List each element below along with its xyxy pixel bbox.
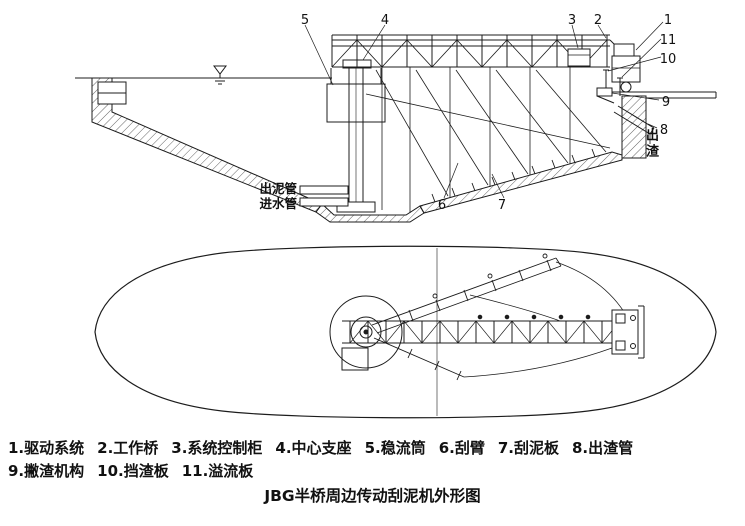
right-wall	[621, 95, 647, 159]
legend-item-6: 6.刮臂	[438, 439, 485, 457]
plan-view	[94, 245, 717, 419]
work-bridge-truss	[331, 34, 610, 68]
legend-row-1: 1.驱动系统 2.工作桥 3.系统控制柜 4.中心支座 5.稳流筒 6.刮臂 7…	[0, 437, 745, 460]
center-support-plan	[329, 295, 403, 371]
scraper-arm-plan	[373, 337, 613, 381]
callout-3: 3	[568, 13, 576, 28]
center-pipes	[299, 185, 349, 207]
skimmer-arm-plan	[371, 253, 631, 334]
callout-7: 7	[498, 198, 506, 213]
legend-row-2: 9.撇渣机构 10.挡渣板 11.溢流板	[0, 460, 745, 483]
stilling-drum	[326, 68, 386, 123]
legend-item-1: 1.驱动系统	[8, 439, 85, 457]
callout-8: 8	[660, 123, 668, 138]
callout-numbers: 1 2 3 4 5 6 7 8 9 10 11	[301, 13, 676, 213]
legend: 1.驱动系统 2.工作桥 3.系统控制柜 4.中心支座 5.稳流筒 6.刮臂 7…	[0, 437, 745, 508]
legend-item-5: 5.稳流筒	[364, 439, 426, 457]
mud-out-pipe-label: 出泥管	[259, 181, 297, 196]
callout-10: 10	[660, 52, 677, 67]
drawing-title: JBG半桥周边传动刮泥机外形图	[264, 487, 481, 505]
callout-1: 1	[664, 13, 672, 28]
scraper-blades	[431, 148, 596, 203]
legend-item-9: 9.撇渣机构	[8, 462, 85, 480]
pipe-labels: 出泥管 进水管	[259, 181, 297, 211]
inlet-pipe-label: 进水管	[259, 196, 297, 211]
drive-end-carriage	[609, 39, 641, 93]
legend-item-8: 8.出渣管	[571, 439, 634, 457]
skimmer-mechanism	[596, 87, 615, 104]
bridge-plan	[342, 314, 632, 344]
callout-6: 6	[438, 198, 446, 213]
legend-item-10: 10.挡渣板	[97, 462, 169, 480]
legend-item-4: 4.中心支座	[275, 439, 352, 457]
slag-out-label: 出渣	[643, 128, 658, 160]
tank-rim-lines	[75, 77, 717, 99]
end-carriage-plan	[611, 305, 645, 359]
overflow-plate	[617, 77, 623, 96]
callout-4: 4	[381, 13, 389, 28]
technical-drawing: 1 2 3 4 5 6 7 8 9 10 11 出泥管 进水管	[75, 13, 717, 419]
tank-outline	[94, 245, 717, 419]
callout-11: 11	[660, 33, 677, 48]
callout-2: 2	[594, 13, 602, 28]
legend-item-3: 3.系统控制柜	[171, 439, 263, 457]
legend-item-11: 11.溢流板	[181, 462, 254, 480]
scraper-frame	[365, 67, 611, 213]
callout-9: 9	[662, 95, 670, 110]
elevation-view	[75, 21, 717, 223]
leader-lines	[304, 21, 664, 199]
control-cabinet	[567, 48, 591, 67]
legend-item-7: 7.刮泥板	[497, 439, 559, 457]
water-level-icon	[213, 65, 227, 85]
callout-5: 5	[301, 13, 309, 28]
legend-item-2: 2.工作桥	[97, 439, 159, 457]
